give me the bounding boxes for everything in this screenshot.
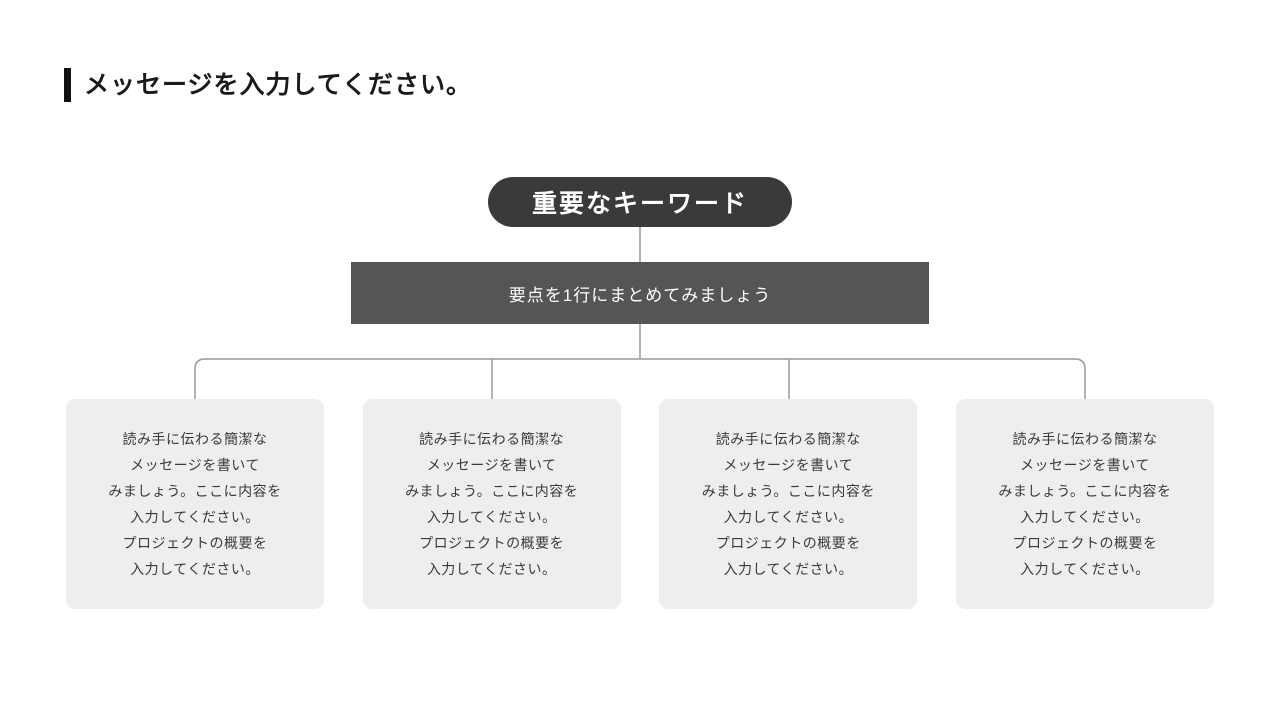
placeholder-card-text: 読み手に伝わる簡潔な メッセージを書いて みましょう。ここに内容を 入力してくだ… [108, 431, 282, 577]
placeholder-card-1[interactable]: 読み手に伝わる簡潔な メッセージを書いて みましょう。ここに内容を 入力してくだ… [66, 399, 324, 609]
slide-title: メッセージを入力してください。 [64, 68, 472, 102]
placeholder-card-2[interactable]: 読み手に伝わる簡潔な メッセージを書いて みましょう。ここに内容を 入力してくだ… [362, 399, 621, 609]
root-keyword-node[interactable]: 重要なキーワード [488, 177, 792, 227]
cards-row: 読み手に伝わる簡潔な メッセージを書いて みましょう。ここに内容を 入力してくだ… [66, 399, 1214, 609]
placeholder-card-4[interactable]: 読み手に伝わる簡潔な メッセージを書いて みましょう。ここに内容を 入力してくだ… [955, 399, 1214, 609]
summary-node[interactable]: 要点を1行にまとめてみましょう [351, 262, 929, 324]
summary-node-label: 要点を1行にまとめてみましょう [508, 285, 772, 305]
root-keyword-label: 重要なキーワード [531, 190, 748, 218]
placeholder-card-text: 読み手に伝わる簡潔な メッセージを書いて みましょう。ここに内容を 入力してくだ… [701, 431, 875, 577]
placeholder-card-text: 読み手に伝わる簡潔な メッセージを書いて みましょう。ここに内容を 入力してくだ… [998, 431, 1172, 577]
placeholder-card-3[interactable]: 読み手に伝わる簡潔な メッセージを書いて みましょう。ここに内容を 入力してくだ… [659, 399, 918, 609]
placeholder-card-text: 読み手に伝わる簡潔な メッセージを書いて みましょう。ここに内容を 入力してくだ… [405, 431, 579, 577]
title-accent-bar [64, 68, 71, 102]
slide-title-text: メッセージを入力してください。 [84, 71, 473, 99]
